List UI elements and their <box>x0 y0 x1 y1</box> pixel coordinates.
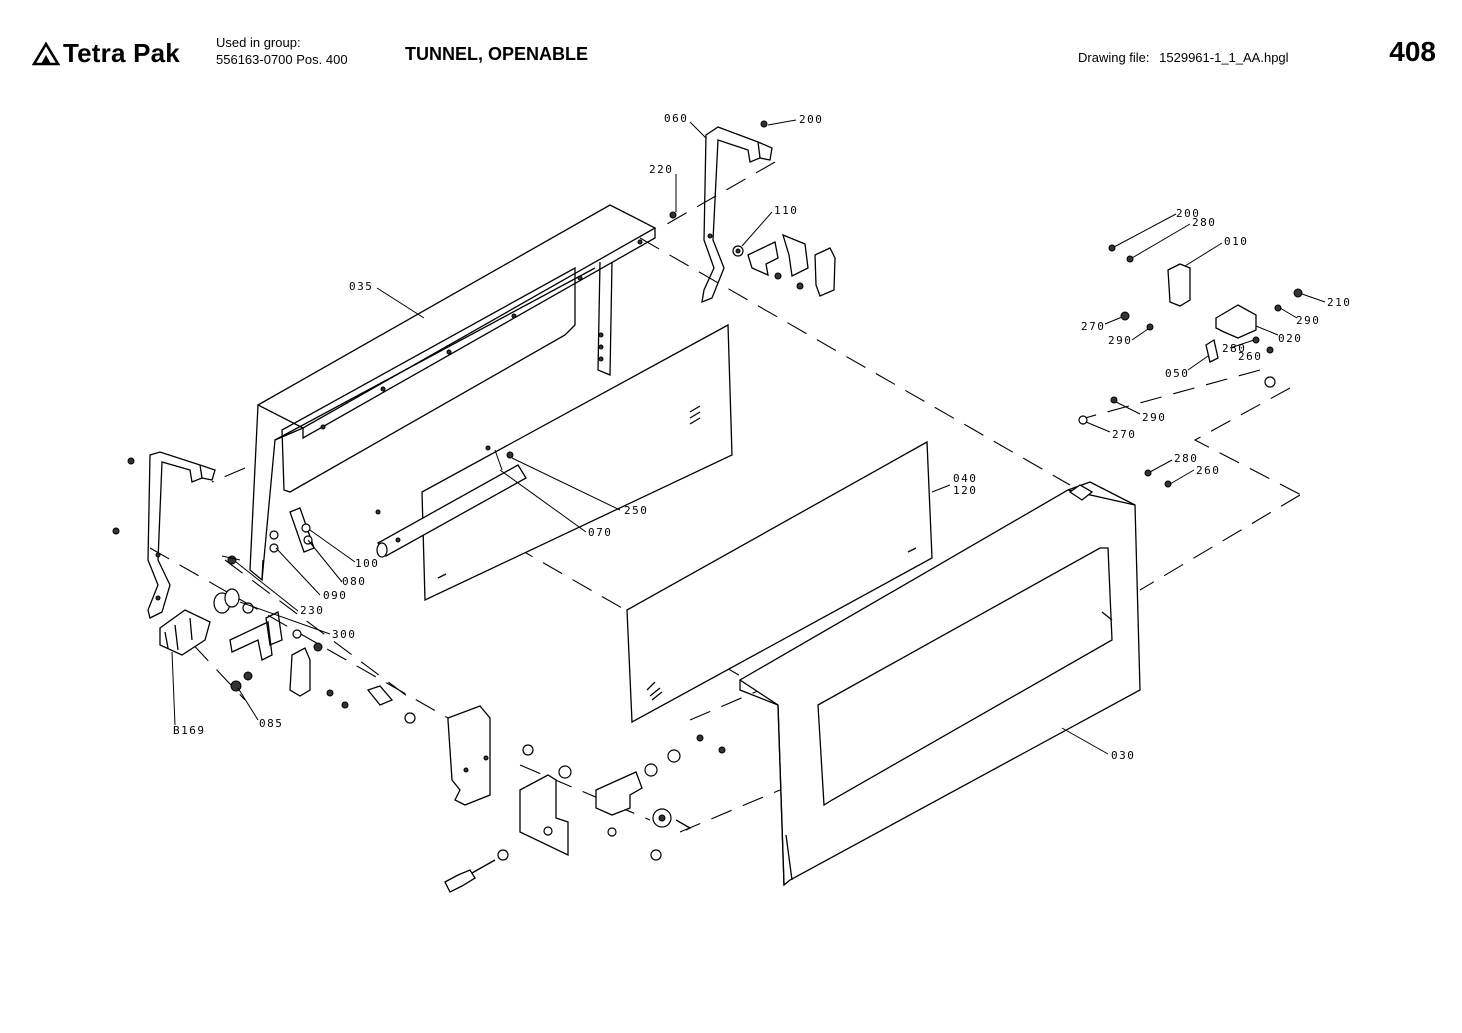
callout-270-b: 270 <box>1112 428 1136 441</box>
page-header: Tetra Pak Used in group: 556163-0700 Pos… <box>0 0 1462 90</box>
callout-labels: 060 200 220 110 035 200 280 010 210 270 … <box>173 112 1351 762</box>
tunnel-body-030 <box>738 481 1141 887</box>
group-info: Used in group: 556163-0700 Pos. 400 <box>216 34 348 68</box>
hinge-assembly <box>159 588 349 709</box>
page-number: 408 <box>1389 36 1436 67</box>
group-value: 556163-0700 Pos. 400 <box>216 52 348 67</box>
drawing-file: Drawing file: 1529961-1_1_AA.hpgl <box>1078 50 1289 65</box>
callout-210: 210 <box>1327 296 1351 309</box>
frame-part-035 <box>249 204 657 582</box>
tetra-pak-logo-icon <box>32 40 60 65</box>
callout-090: 090 <box>323 589 347 602</box>
drawing-file-label: Drawing file: <box>1078 50 1150 65</box>
lower-mounting-parts <box>366 685 726 893</box>
callout-100: 100 <box>355 557 379 570</box>
callout-280-b: 280 <box>1222 342 1246 355</box>
callout-110: 110 <box>774 204 798 217</box>
callout-040: 040 <box>953 472 977 485</box>
callout-010: 010 <box>1224 235 1248 248</box>
callout-200: 200 <box>799 113 823 126</box>
callout-290-b: 290 <box>1108 334 1132 347</box>
callout-280-c: 280 <box>1174 452 1198 465</box>
callout-b169: B169 <box>173 724 206 737</box>
callout-290-c: 290 <box>1142 411 1166 424</box>
callout-230: 230 <box>300 604 324 617</box>
brand-logo: Tetra Pak <box>32 38 180 69</box>
brand-name: Tetra Pak <box>63 38 180 68</box>
callout-200-right: 200 <box>1176 207 1200 220</box>
callout-080: 080 <box>342 575 366 588</box>
callout-270: 270 <box>1081 320 1105 333</box>
callout-300: 300 <box>332 628 356 641</box>
callout-035: 035 <box>349 280 373 293</box>
assembly-lines <box>149 161 1306 833</box>
glass-panel-040 <box>626 440 933 724</box>
callout-070: 070 <box>588 526 612 539</box>
glass-panel-upper <box>421 323 733 602</box>
callout-050: 050 <box>1165 367 1189 380</box>
group-label: Used in group: <box>216 35 301 50</box>
callout-260-b: 260 <box>1196 464 1220 477</box>
drawing-file-value: 1529961-1_1_AA.hpgl <box>1159 50 1289 65</box>
callout-290: 290 <box>1296 314 1320 327</box>
page-title: TUNNEL, OPENABLE <box>405 44 589 64</box>
leader-lines <box>171 119 1326 755</box>
callout-260: 260 <box>1238 350 1262 363</box>
bracket-060 <box>701 126 773 304</box>
right-hardware-group <box>112 244 1303 535</box>
callout-280: 280 <box>1192 216 1216 229</box>
callout-120: 120 <box>953 484 977 497</box>
bracket-left <box>147 451 216 619</box>
callout-020: 020 <box>1278 332 1302 345</box>
callout-220: 220 <box>649 163 673 176</box>
hinge-bracket-110 <box>669 120 836 297</box>
shaft-070 <box>375 445 527 558</box>
callout-085: 085 <box>259 717 283 730</box>
callout-030: 030 <box>1111 749 1135 762</box>
callout-060: 060 <box>664 112 688 125</box>
callout-250: 250 <box>624 504 648 517</box>
latch-parts <box>221 507 315 565</box>
